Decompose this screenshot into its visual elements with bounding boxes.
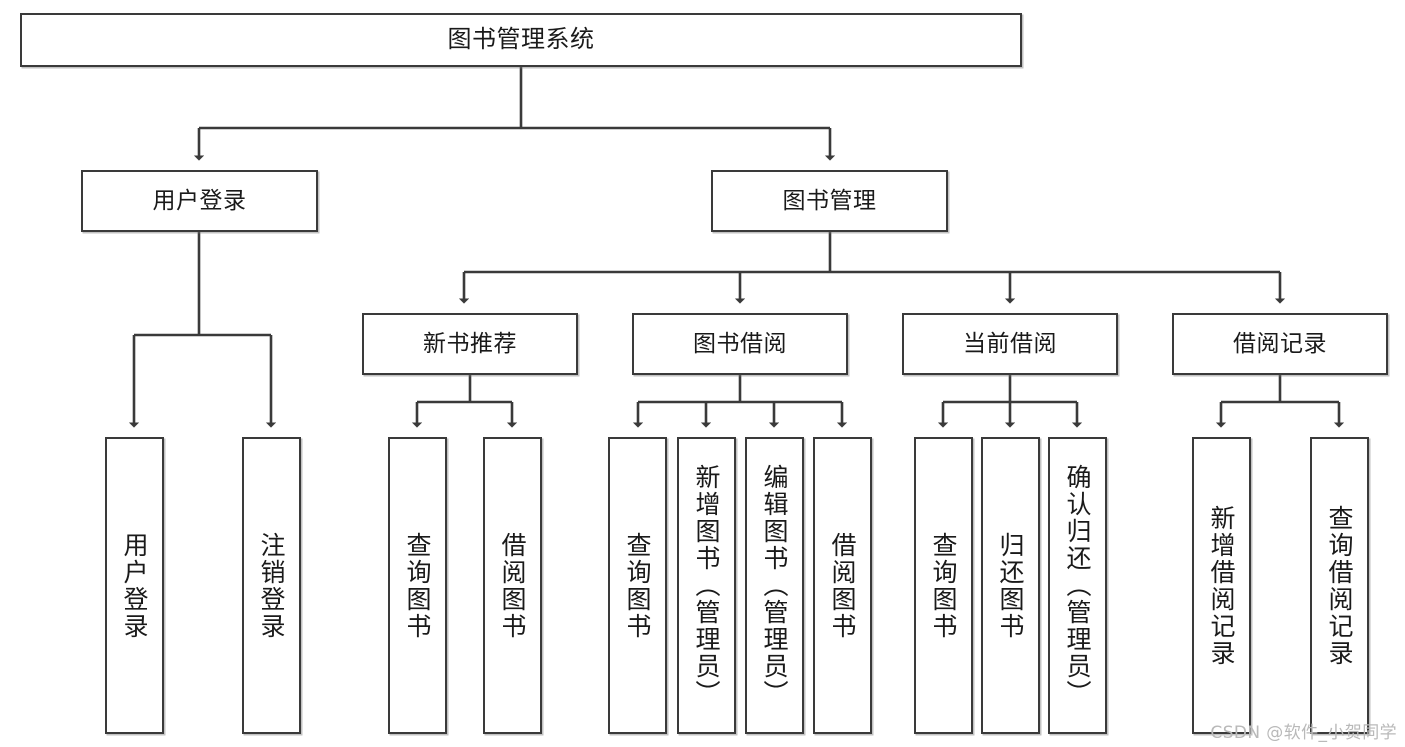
node-borrow-record[interactable]: 借阅记录 — [1172, 313, 1388, 375]
node-label: 查询图书 — [623, 531, 652, 640]
node-label: 编辑图书（管理员） — [760, 464, 789, 707]
leaf-current-confirm-return-admin[interactable]: 确认归还（管理员） — [1048, 437, 1107, 734]
node-new-book-recommend[interactable]: 新书推荐 — [362, 313, 578, 375]
node-label: 查询图书 — [929, 531, 958, 640]
leaf-borrow-query-book[interactable]: 查询图书 — [608, 437, 667, 734]
node-book-borrow[interactable]: 图书借阅 — [632, 313, 848, 375]
node-root-system[interactable]: 图书管理系统 — [20, 13, 1022, 67]
node-book-management[interactable]: 图书管理 — [711, 170, 948, 232]
leaf-current-query-book[interactable]: 查询图书 — [914, 437, 973, 734]
node-label: 图书管理 — [782, 187, 877, 214]
node-label: 确认归还（管理员） — [1063, 464, 1092, 707]
node-label: 新书推荐 — [423, 330, 517, 357]
leaf-record-query-record[interactable]: 查询借阅记录 — [1310, 437, 1369, 734]
node-user-login[interactable]: 用户登录 — [81, 170, 318, 232]
node-label: 图书管理系统 — [447, 25, 595, 54]
leaf-borrow-borrow-book[interactable]: 借阅图书 — [813, 437, 872, 734]
node-label: 图书借阅 — [693, 330, 787, 357]
node-label: 借阅图书 — [498, 531, 527, 640]
leaf-user-login-signin[interactable]: 用户登录 — [105, 437, 164, 734]
node-label: 注销登录 — [257, 531, 286, 640]
node-label: 借阅图书 — [828, 531, 857, 640]
node-label: 查询借阅记录 — [1325, 504, 1354, 667]
leaf-borrow-add-book-admin[interactable]: 新增图书（管理员） — [677, 437, 736, 734]
leaf-user-login-signout[interactable]: 注销登录 — [242, 437, 301, 734]
node-label: 当前借阅 — [963, 330, 1057, 357]
node-label: 新增借阅记录 — [1207, 504, 1236, 667]
watermark-text: CSDN @软件_小贺同学 — [1210, 723, 1397, 743]
node-label: 借阅记录 — [1233, 330, 1327, 357]
node-label: 用户登录 — [152, 187, 247, 214]
leaf-current-return-book[interactable]: 归还图书 — [981, 437, 1040, 734]
leaf-borrow-edit-book-admin[interactable]: 编辑图书（管理员） — [745, 437, 804, 734]
node-label: 用户登录 — [120, 531, 149, 640]
leaf-recommend-borrow-book[interactable]: 借阅图书 — [483, 437, 542, 734]
node-current-borrow[interactable]: 当前借阅 — [902, 313, 1118, 375]
leaf-record-add-record[interactable]: 新增借阅记录 — [1192, 437, 1251, 734]
node-label: 归还图书 — [996, 531, 1025, 640]
node-label: 新增图书（管理员） — [692, 464, 721, 707]
leaf-recommend-query-book[interactable]: 查询图书 — [388, 437, 447, 734]
node-label: 查询图书 — [403, 531, 432, 640]
